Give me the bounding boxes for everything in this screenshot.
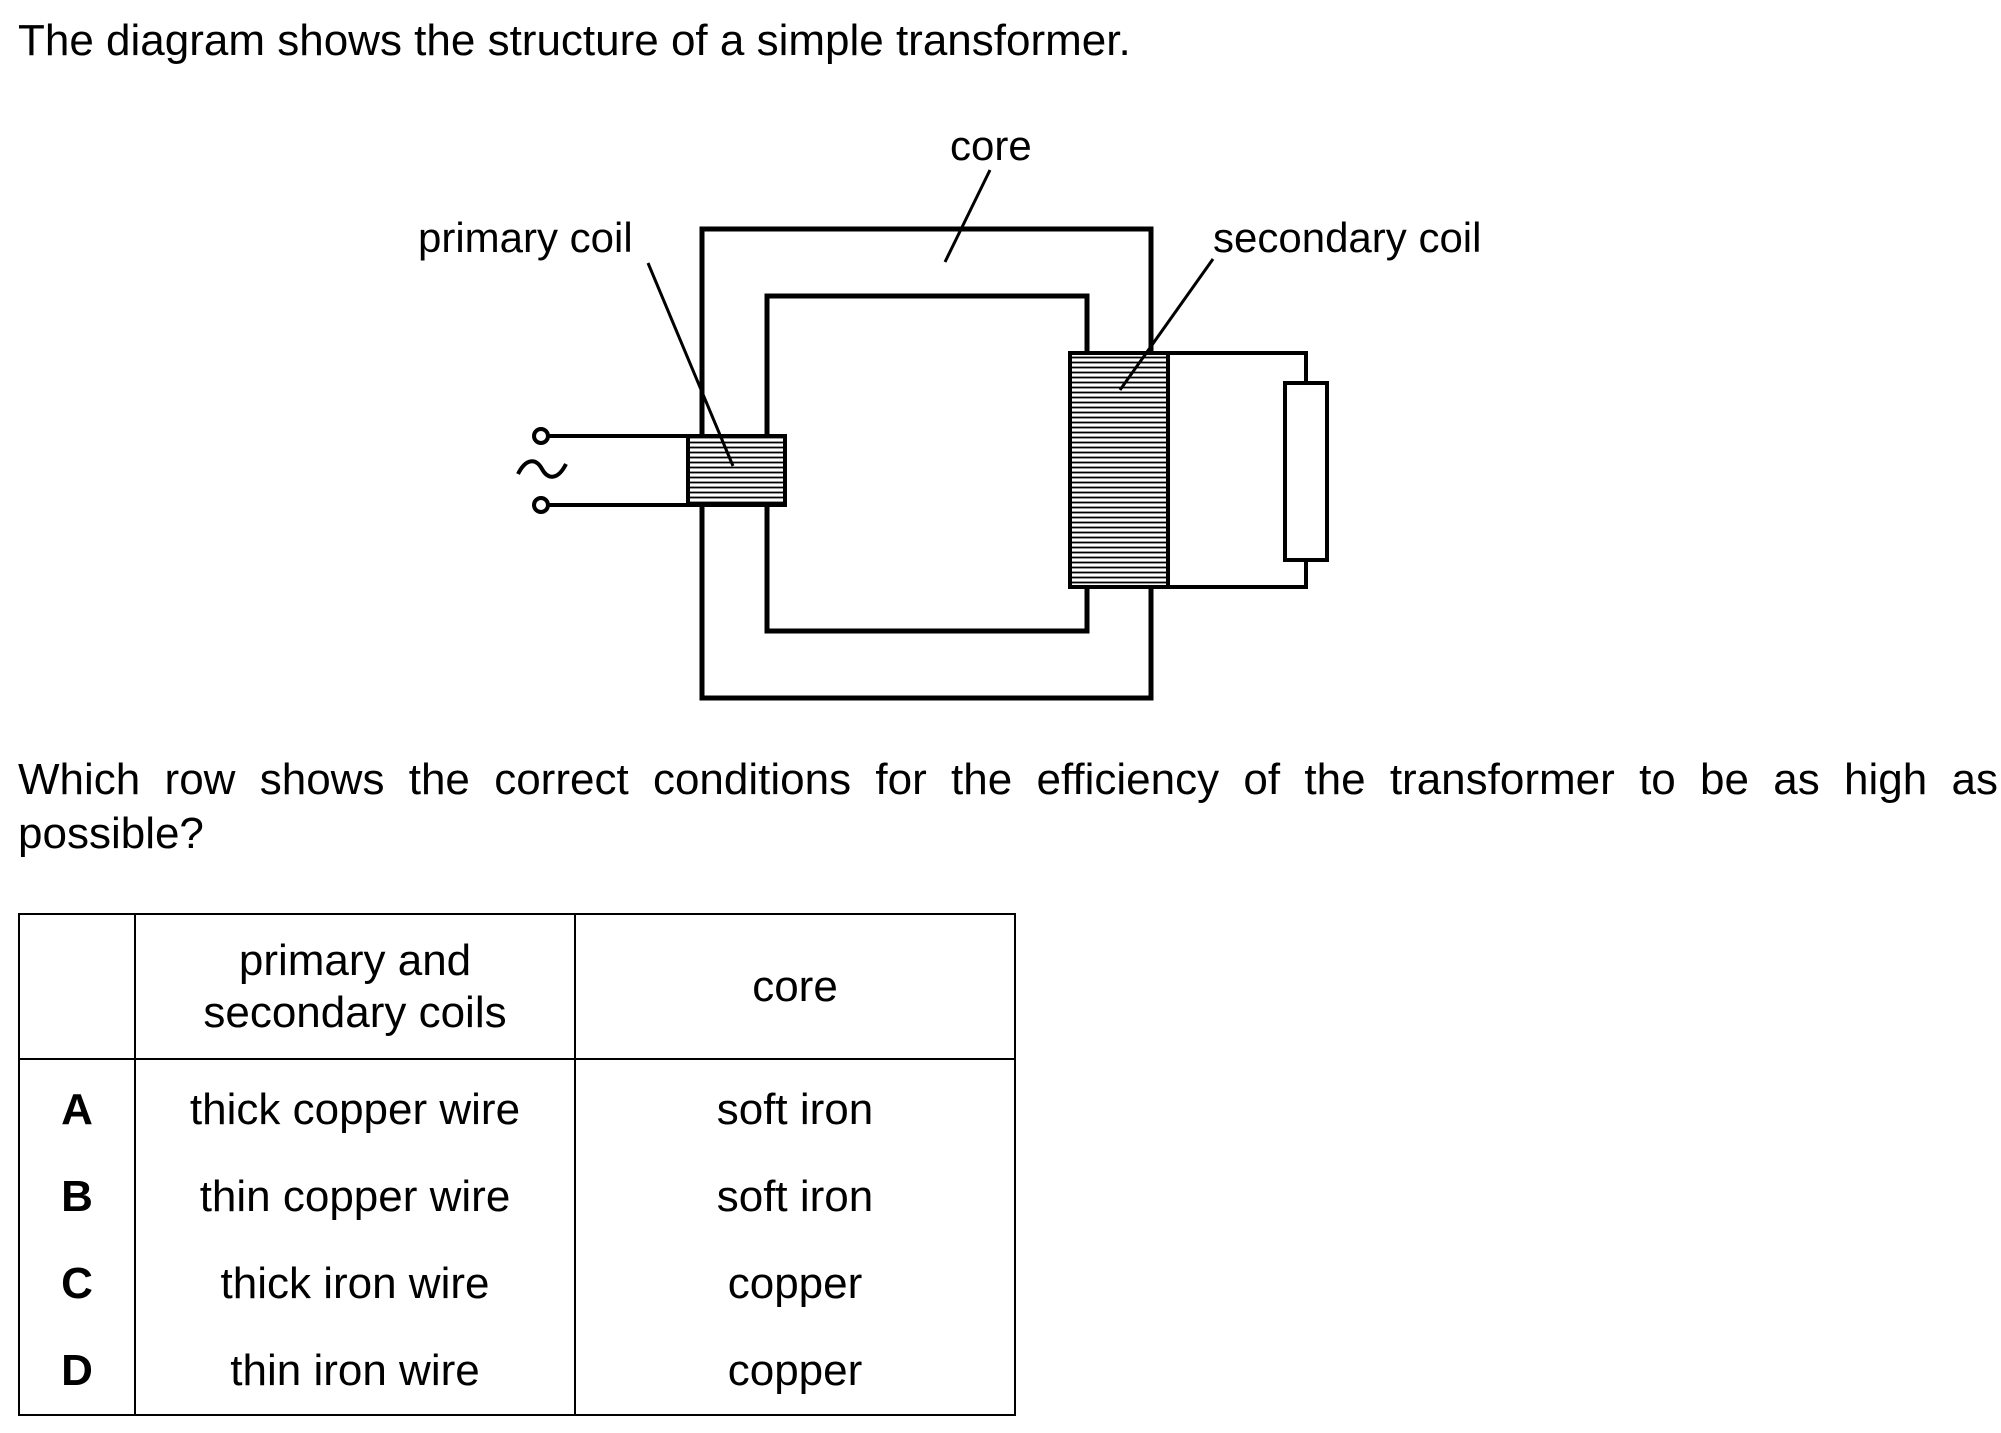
core-label: core — [950, 122, 1032, 169]
row-letter: C — [18, 1240, 136, 1327]
header-coils-line-1: primary and — [238, 935, 472, 985]
table-row: B thin copper wire soft iron — [18, 1153, 1016, 1240]
bottom-terminal — [532, 496, 550, 514]
header-core: core — [574, 913, 1016, 1060]
row-coils: thin copper wire — [134, 1153, 576, 1240]
row-coils: thick copper wire — [134, 1059, 576, 1153]
intro-text: The diagram shows the structure of a sim… — [18, 16, 1131, 65]
row-core: soft iron — [574, 1059, 1016, 1153]
row-coils: thin iron wire — [134, 1327, 576, 1416]
resistor — [1283, 381, 1329, 562]
row-core: copper — [574, 1327, 1016, 1416]
options-table: primary and secondary coils core A thick… — [18, 913, 1016, 1416]
header-letter-cell — [18, 913, 136, 1060]
secondary-coil-label: secondary coil — [1213, 214, 1481, 261]
ac-symbol — [516, 459, 568, 479]
header-coils: primary and secondary coils — [134, 913, 576, 1060]
question-line-2: possible? — [18, 809, 204, 858]
row-letter: A — [18, 1059, 136, 1153]
primary-coil-leader-line — [646, 262, 735, 467]
row-core: copper — [574, 1240, 1016, 1327]
transformer-diagram: core primary coil secondary coil — [418, 122, 1481, 701]
secondary-coil-leader-line — [1118, 258, 1215, 391]
row-coils: thick iron wire — [134, 1240, 576, 1327]
table-row: D thin iron wire copper — [18, 1327, 1016, 1416]
primary-coil — [686, 434, 787, 507]
secondary-wire-bottom — [1168, 560, 1308, 589]
row-letter: B — [18, 1153, 136, 1240]
question-line-1: Which row shows the correct conditions f… — [18, 755, 1998, 804]
core-leader-line — [943, 169, 992, 263]
header-coils-line-2: secondary coils — [203, 987, 507, 1037]
secondary-circuit — [1168, 351, 1329, 589]
question-text: Which row shows the correct conditions f… — [18, 753, 1998, 861]
table-header-row: primary and secondary coils core — [18, 913, 1016, 1060]
row-letter: D — [18, 1327, 136, 1416]
primary-coil-label: primary coil — [418, 214, 633, 261]
row-core: soft iron — [574, 1153, 1016, 1240]
top-terminal — [532, 427, 550, 445]
ac-supply-terminals — [516, 427, 688, 514]
core-inner-outline — [764, 293, 1090, 634]
secondary-coil — [1068, 351, 1170, 589]
secondary-wire-top — [1168, 351, 1308, 383]
table-row: A thick copper wire soft iron — [18, 1059, 1016, 1153]
table-row: C thick iron wire copper — [18, 1240, 1016, 1327]
